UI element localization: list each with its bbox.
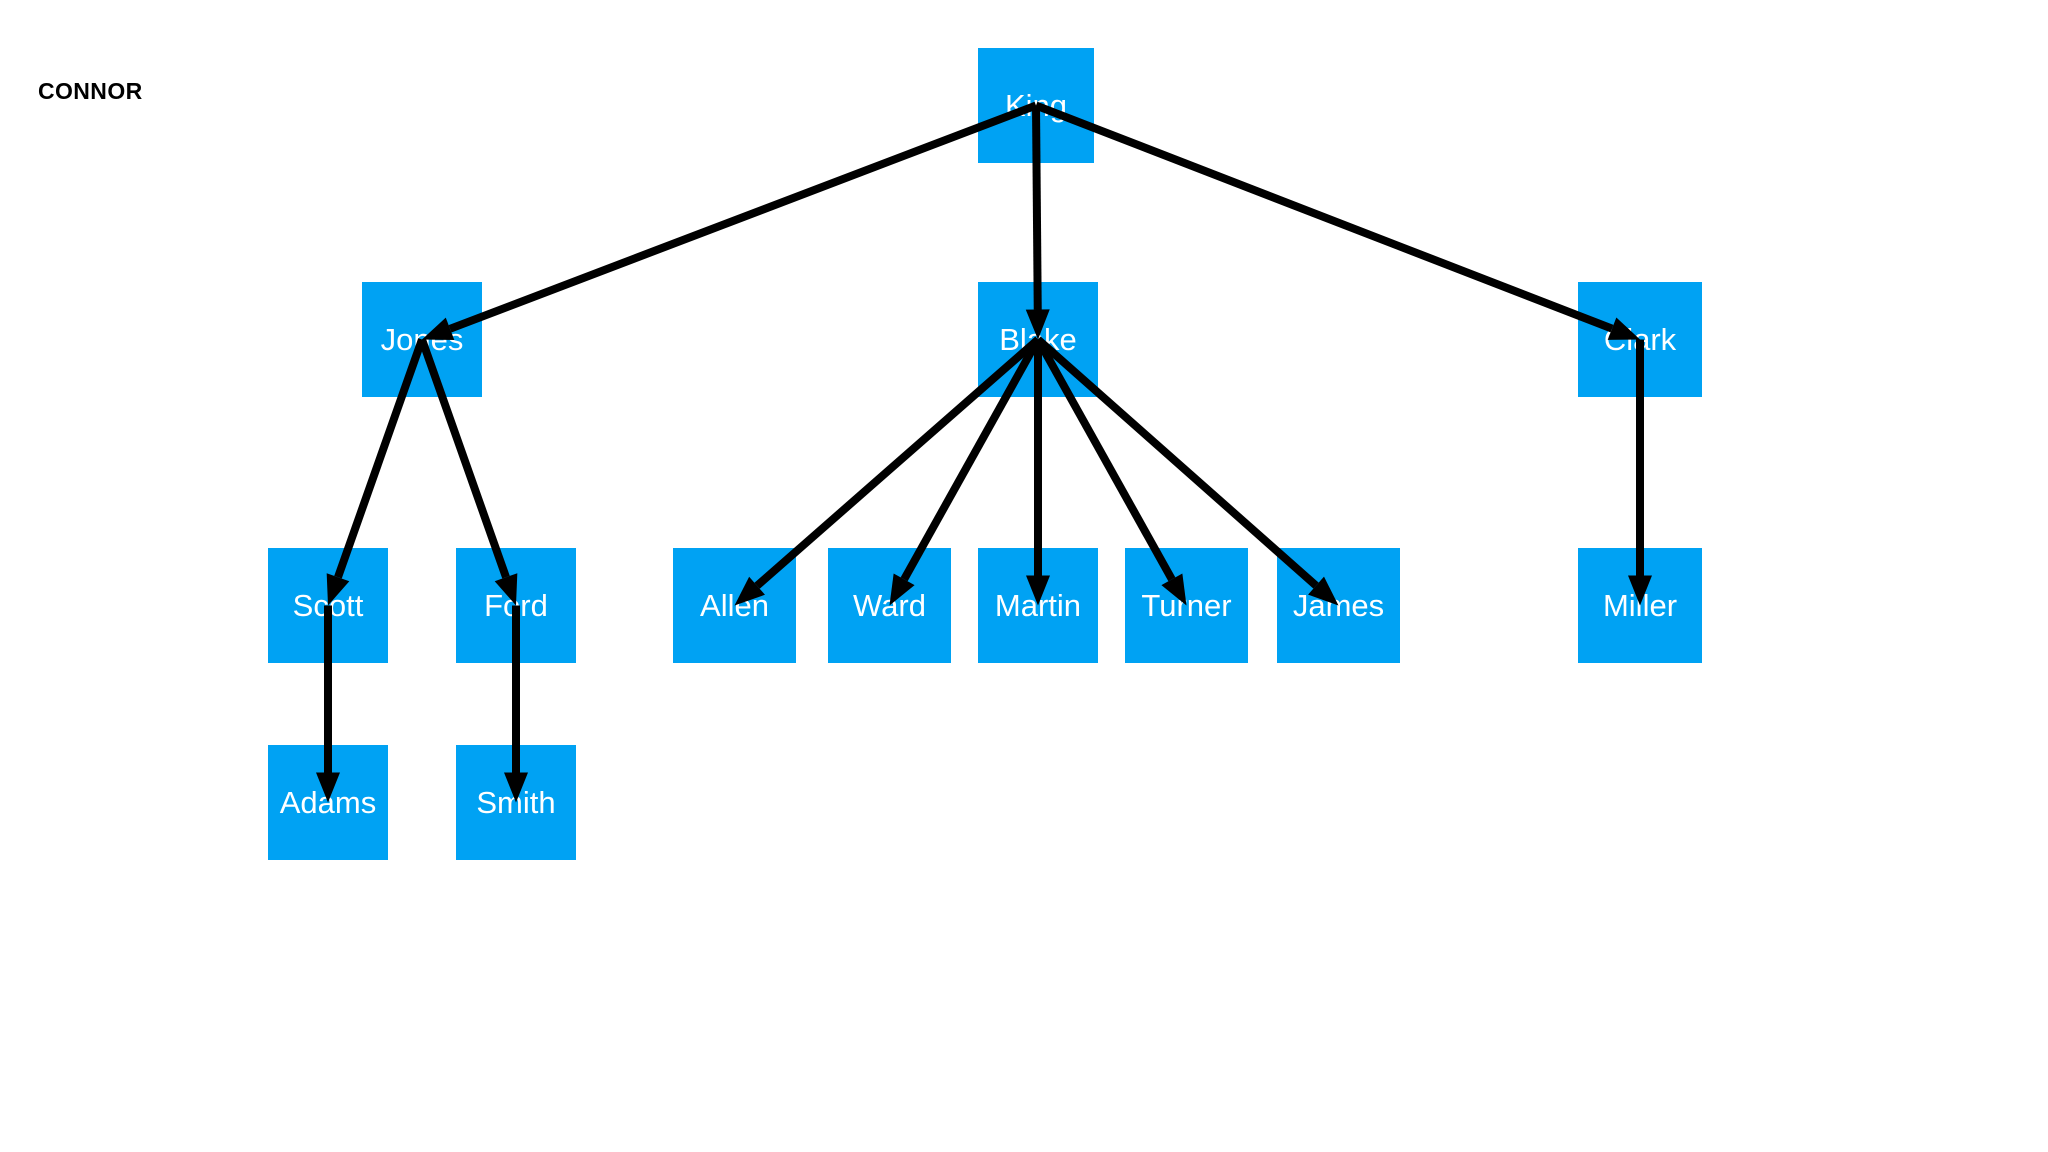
org-node-turner[interactable]: Turner bbox=[1125, 548, 1248, 663]
org-node-label: Ford bbox=[484, 588, 548, 623]
org-node-blake[interactable]: Blake bbox=[978, 282, 1098, 397]
org-node-miller[interactable]: Miller bbox=[1578, 548, 1702, 663]
org-node-label: Clark bbox=[1603, 322, 1677, 357]
org-node-allen[interactable]: Allen bbox=[673, 548, 796, 663]
page-title: CONNOR bbox=[38, 78, 143, 104]
org-node-label: Ward bbox=[853, 588, 926, 623]
org-node-label: Blake bbox=[999, 322, 1077, 357]
org-node-scott[interactable]: Scott bbox=[268, 548, 388, 663]
org-node-martin[interactable]: Martin bbox=[978, 548, 1098, 663]
org-node-label: Allen bbox=[700, 588, 769, 623]
org-node-label: Scott bbox=[292, 588, 364, 623]
org-node-smith[interactable]: Smith bbox=[456, 745, 576, 860]
org-node-label: Martin bbox=[994, 588, 1082, 623]
org-node-ford[interactable]: Ford bbox=[456, 548, 576, 663]
org-node-label: Adams bbox=[279, 785, 377, 820]
org-node-clark[interactable]: Clark bbox=[1578, 282, 1702, 397]
org-node-jones[interactable]: Jones bbox=[362, 282, 482, 397]
org-node-ward[interactable]: Ward bbox=[828, 548, 951, 663]
org-node-king[interactable]: King bbox=[978, 48, 1094, 163]
org-node-label: Miller bbox=[1602, 588, 1678, 623]
org-node-james[interactable]: James bbox=[1277, 548, 1400, 663]
org-node-adams[interactable]: Adams bbox=[268, 745, 388, 860]
org-node-label: James bbox=[1292, 588, 1385, 623]
org-node-label: King bbox=[1004, 88, 1068, 123]
org-node-label: Jones bbox=[380, 322, 464, 357]
org-node-label: Turner bbox=[1141, 588, 1232, 623]
org-node-label: Smith bbox=[476, 785, 556, 820]
